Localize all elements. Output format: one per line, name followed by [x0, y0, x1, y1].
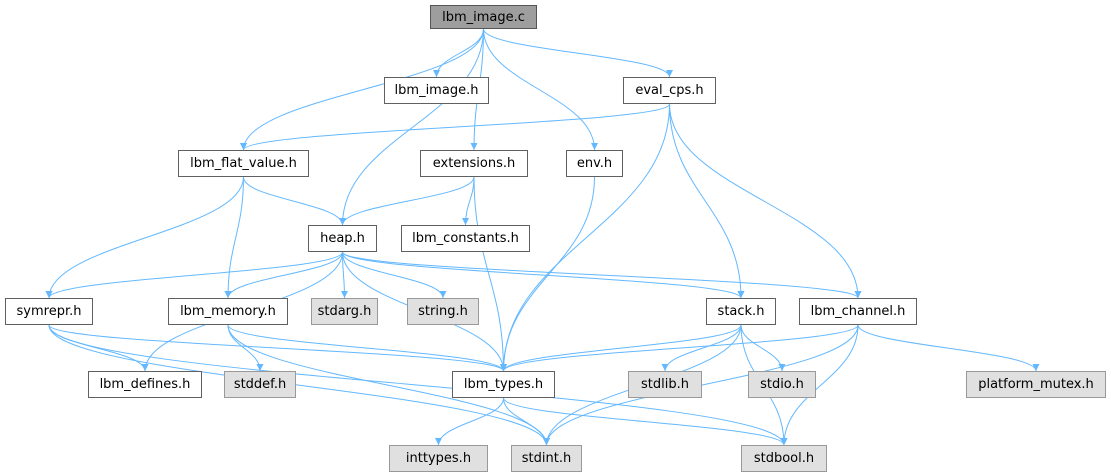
edge-lbm-image-c-to-lbm-image-h	[433, 28, 484, 78]
node-label: lbm_types.h	[463, 377, 544, 392]
node-label: eval_cps.h	[635, 83, 704, 98]
node-label: string.h	[418, 304, 468, 319]
edge-symrepr-h-to-lbm-defines-h	[48, 324, 149, 372]
edge-lbm-channel-h-to-stdint-h	[543, 324, 859, 446]
edge-lbm-image-c-to-env-h	[483, 28, 598, 151]
edge-symrepr-h-to-stdint-h	[48, 324, 550, 446]
edge-eval-cps-h-to-lbm-channel-h	[669, 103, 862, 299]
node-inttypes-h[interactable]: inttypes.h	[389, 445, 488, 472]
edge-eval-cps-h-to-stack-h	[669, 103, 745, 299]
node-label: symrepr.h	[16, 304, 82, 319]
node-lbm-types-h[interactable]: lbm_types.h	[452, 371, 555, 398]
node-label: heap.h	[320, 231, 365, 246]
node-env-h[interactable]: env.h	[566, 150, 623, 177]
edge-lbm-memory-h-to-stddef-h	[227, 324, 264, 372]
edge-extensions-h-to-lbm-constants-h	[462, 176, 475, 226]
node-label: stdint.h	[521, 451, 572, 466]
edge-symrepr-h-to-lbm-types-h	[48, 324, 507, 372]
node-lbm-memory-h[interactable]: lbm_memory.h	[168, 298, 288, 325]
node-stdio-h[interactable]: stdio.h	[748, 371, 816, 398]
node-label: lbm_channel.h	[810, 304, 906, 319]
node-label: env.h	[576, 156, 613, 171]
node-label: extensions.h	[432, 156, 516, 171]
edge-env-h-to-lbm-types-h	[500, 176, 595, 372]
node-lbm-image-h[interactable]: lbm_image.h	[384, 77, 489, 104]
node-label: inttypes.h	[405, 451, 472, 466]
edge-lbm-types-h-to-stdbool-h	[503, 397, 788, 446]
edge-extensions-h-to-heap-h	[339, 176, 475, 226]
node-string-h[interactable]: string.h	[407, 298, 479, 325]
edge-lbm-channel-h-to-stdbool-h	[780, 324, 859, 446]
edge-stack-h-to-stdio-h	[740, 324, 786, 372]
node-label: stdarg.h	[317, 304, 372, 319]
edge-heap-h-to-string-h	[342, 251, 447, 299]
edge-lbm-types-h-to-inttypes-h	[435, 397, 504, 446]
node-label: lbm_flat_value.h	[190, 156, 297, 171]
edge-stack-h-to-stdlib-h	[661, 324, 742, 372]
node-label: stdlib.h	[641, 377, 689, 392]
node-label: stack.h	[717, 304, 765, 319]
node-symrepr-h[interactable]: symrepr.h	[5, 298, 93, 325]
node-heap-h[interactable]: heap.h	[308, 225, 377, 252]
node-lbm-image-c[interactable]: lbm_image.c	[430, 5, 537, 29]
node-stdint-h[interactable]: stdint.h	[511, 445, 582, 472]
node-label: platform_mutex.h	[978, 377, 1094, 392]
edge-stack-h-to-lbm-types-h	[500, 324, 742, 372]
edge-lbm-memory-h-to-lbm-types-h	[227, 324, 507, 372]
node-label: stddef.h	[233, 377, 287, 392]
node-stdbool-h[interactable]: stdbool.h	[741, 445, 827, 472]
node-lbm-defines-h[interactable]: lbm_defines.h	[88, 371, 202, 398]
edge-lbm-flat-value-h-to-heap-h	[243, 176, 346, 226]
node-label: stdio.h	[760, 377, 804, 392]
edge-extensions-h-to-lbm-types-h	[473, 176, 507, 372]
node-label: lbm_defines.h	[99, 377, 191, 392]
node-platform-mutex-h[interactable]: platform_mutex.h	[966, 371, 1106, 398]
edge-lbm-flat-value-h-to-lbm-memory-h	[224, 176, 244, 299]
node-label: stdbool.h	[753, 451, 815, 466]
edge-heap-h-to-symrepr-h	[45, 251, 343, 299]
node-eval-cps-h[interactable]: eval_cps.h	[623, 77, 716, 104]
node-lbm-constants-h[interactable]: lbm_constants.h	[401, 225, 530, 252]
node-label: lbm_image.c	[442, 9, 525, 25]
edge-heap-h-to-lbm-memory-h	[224, 251, 343, 299]
node-stack-h[interactable]: stack.h	[706, 298, 776, 325]
node-stdarg-h[interactable]: stdarg.h	[311, 298, 378, 325]
node-lbm-flat-value-h[interactable]: lbm_flat_value.h	[178, 150, 309, 177]
node-extensions-h[interactable]: extensions.h	[420, 150, 528, 177]
node-stddef-h[interactable]: stddef.h	[224, 371, 296, 398]
edge-eval-cps-h-to-lbm-flat-value-h	[240, 103, 670, 151]
edge-lbm-channel-h-to-platform-mutex-h	[857, 324, 1040, 372]
edge-lbm-image-c-to-heap-h	[339, 28, 484, 226]
edge-lbm-image-c-to-eval-cps-h	[483, 28, 673, 78]
edge-lbm-channel-h-to-lbm-types-h	[500, 324, 859, 372]
edge-lbm-image-c-to-lbm-flat-value-h	[240, 28, 484, 151]
node-label: lbm_memory.h	[180, 304, 276, 319]
node-label: lbm_image.h	[394, 83, 479, 98]
edge-lbm-types-h-to-stdint-h	[503, 397, 550, 446]
node-label: lbm_constants.h	[412, 231, 519, 246]
edge-lbm-flat-value-h-to-symrepr-h	[45, 176, 244, 299]
edge-heap-h-to-stack-h	[342, 251, 745, 299]
edge-symrepr-h-to-stdbool-h	[48, 324, 788, 446]
node-stdlib-h[interactable]: stdlib.h	[628, 371, 702, 398]
edge-heap-h-to-lbm-channel-h	[342, 251, 862, 299]
node-lbm-channel-h[interactable]: lbm_channel.h	[799, 298, 917, 325]
